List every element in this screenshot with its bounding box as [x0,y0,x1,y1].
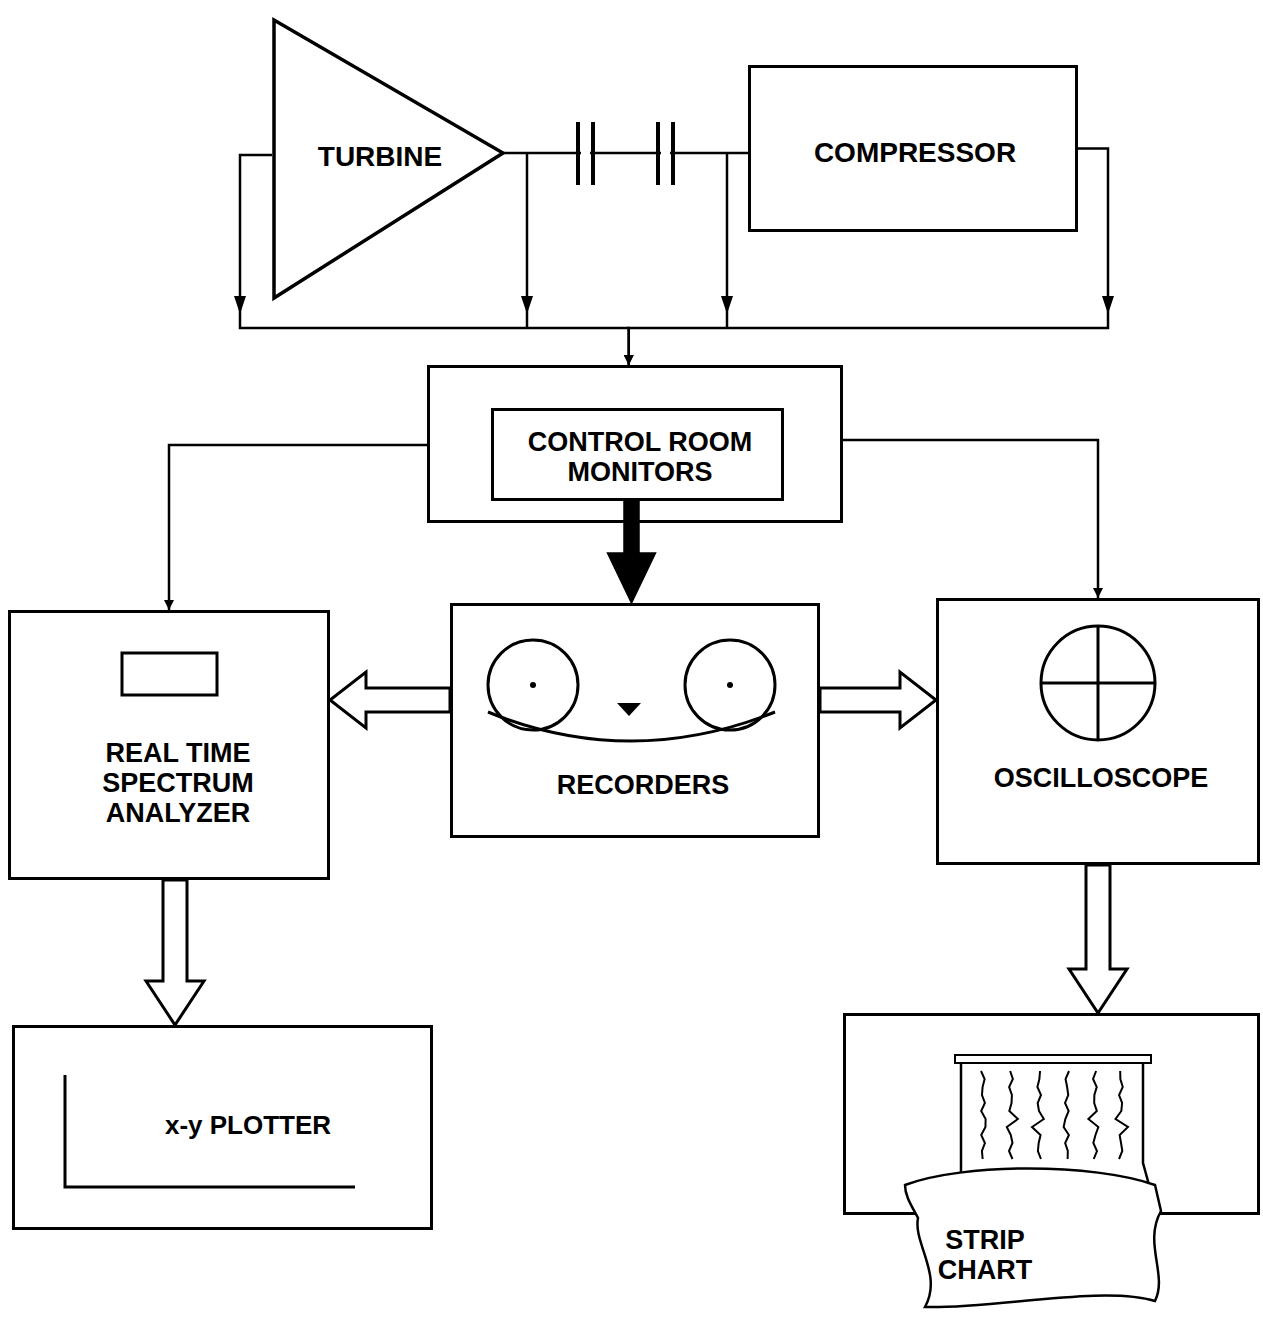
node-label: OSCILLOSCOPE [994,763,1209,793]
trace [981,1071,986,1159]
plot-axes [65,1075,355,1187]
signal-line [629,149,1108,366]
arrowhead [721,296,733,314]
trace [1064,1071,1069,1159]
shaft-couplings [578,122,673,185]
graticule [1097,626,1100,740]
trace [1032,1071,1044,1159]
turbine-triangle: TURBINE [272,18,505,300]
coupling-gap [581,140,590,166]
reel-hub [530,682,536,688]
turbine-outline [274,20,503,298]
node-label: TURBINE [318,141,442,172]
signal-line [169,445,427,610]
analyzer-box: REAL TIME SPECTRUM ANALYZER [8,610,330,880]
screen [1041,626,1155,740]
paper-curl [905,1169,1161,1308]
bus-taps [527,153,727,328]
tape-reels [488,640,775,741]
reel-hub [727,682,733,688]
coupling-flange [656,122,660,185]
coupling-flange [591,122,595,185]
tape [488,712,775,741]
flow-arrow [608,501,656,603]
coupling-flange [576,122,580,185]
strip-chart-drawing [843,1013,1260,1313]
tape-head [617,703,641,716]
display-window [122,653,217,695]
compressor-box: COMPRESSOR [748,65,1078,232]
paper-roller [955,1055,1151,1063]
node-label: STRIP CHART [925,1225,1045,1285]
plotter-box: x-y PLOTTER [12,1025,433,1230]
tap-arrowheads [234,296,1114,314]
scope-screen [1041,626,1155,740]
coupling-gap [661,140,670,166]
strip-chart-box: STRIP CHART [843,1013,1260,1313]
monitor-box: CONTROL ROOM MONITORS [491,408,784,501]
flow-arrow [146,880,204,1025]
flow-arrow [330,672,450,728]
node-label: REAL TIME SPECTRUM ANALYZER [83,738,273,829]
flow-arrow [820,672,936,728]
trace [1088,1071,1098,1159]
trace [1007,1071,1018,1159]
trace [1116,1071,1128,1159]
arrowhead [521,296,533,314]
signal-line [240,155,629,365]
chart-traces [981,1071,1128,1159]
node-label: x-y PLOTTER [165,1111,331,1140]
flow-arrow [1069,865,1127,1013]
oscilloscope-box: OSCILLOSCOPE [936,598,1260,865]
control-room-frame: CONTROL ROOM MONITORS [427,365,843,523]
signal-line [843,440,1098,598]
recorder-box: RECORDERS [450,603,820,838]
node-label: RECORDERS [557,770,730,800]
signal-line [503,152,748,155]
coupling-flange [671,122,675,185]
node-label: COMPRESSOR [814,137,1016,168]
node-label: CONTROL ROOM MONITORS [515,427,765,487]
